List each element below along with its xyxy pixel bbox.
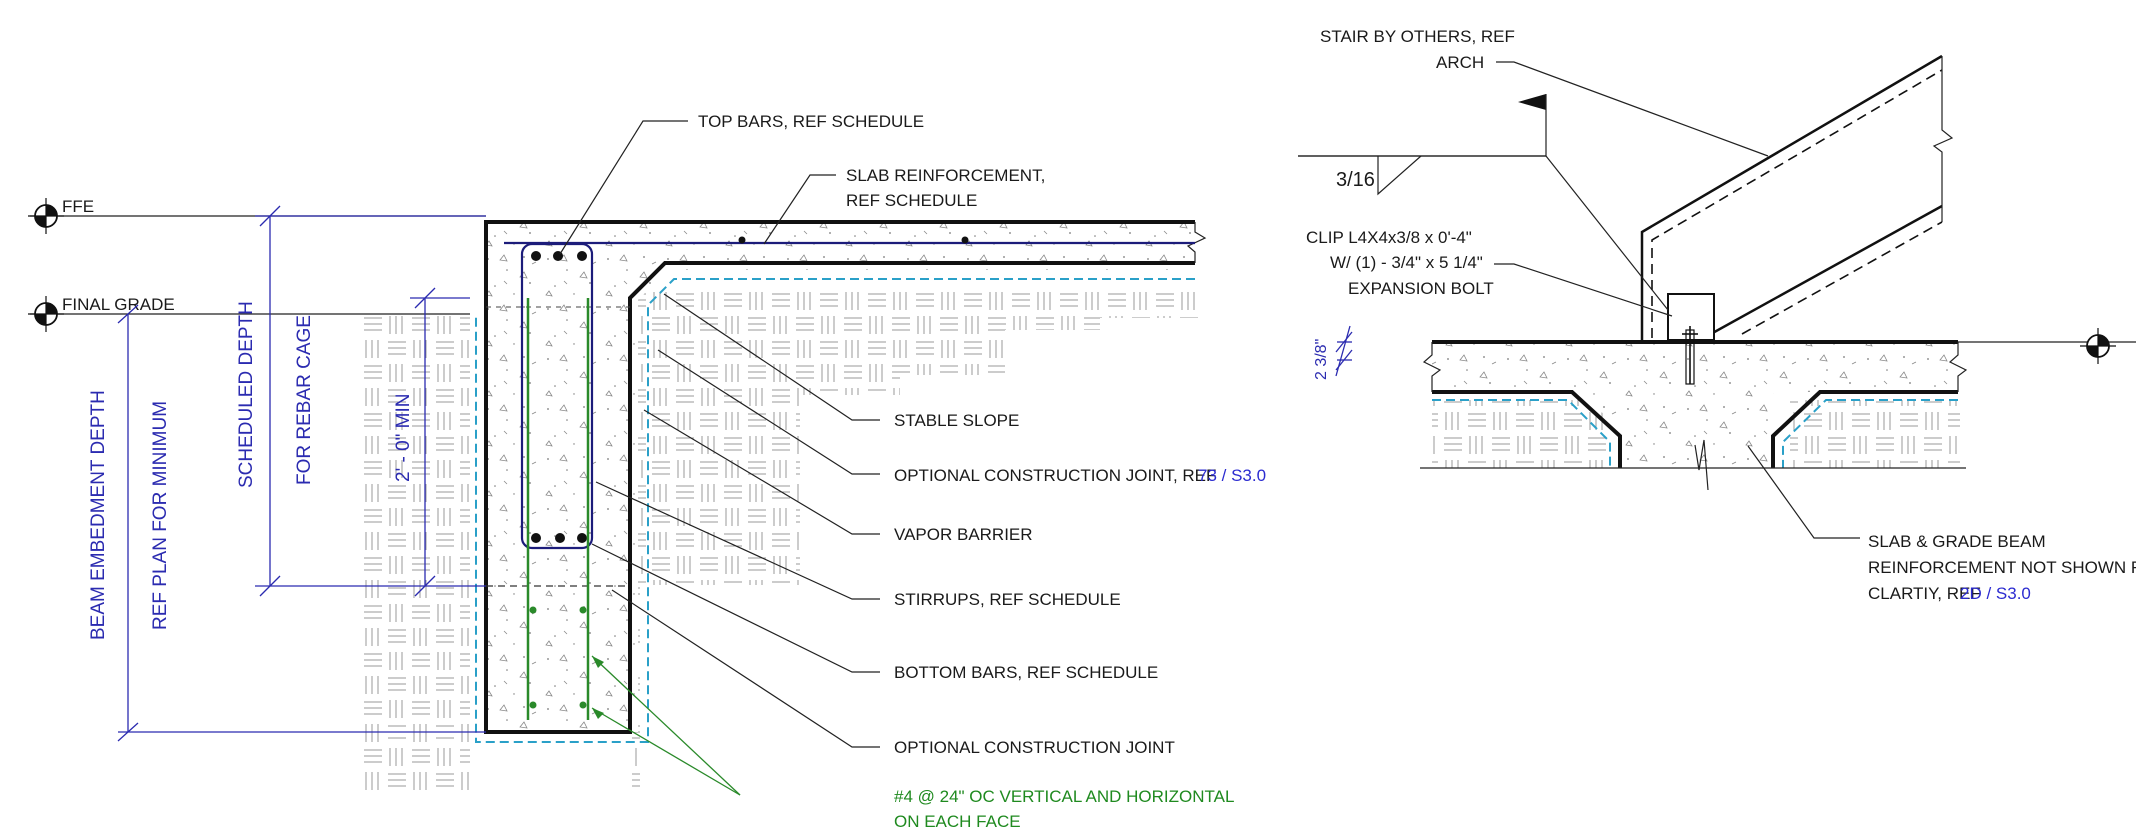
- dimension-lines: BEAM EMBEDMENT DEPTH REF PLAN FOR MINIMU…: [88, 205, 486, 742]
- stair-connection-detail: 3/16 2 3/8" STAIR BY OTHERS, REF ARCH CL…: [1298, 27, 2136, 603]
- right-leaders: [1494, 61, 1860, 539]
- label-green-bars-2: ON EACH FACE: [894, 812, 1021, 831]
- weld-symbol: 3/16: [1298, 94, 1669, 311]
- ffe-level: FFE: [28, 197, 486, 234]
- top-bars: [531, 236, 969, 261]
- vapor-barrier: [475, 278, 1195, 743]
- label-slab-note-2: REINFORCEMENT NOT SHOWN FOR: [1868, 558, 2136, 577]
- level-marker-right: [2080, 328, 2116, 364]
- label-bottom-bars: BOTTOM BARS, REF SCHEDULE: [894, 663, 1158, 682]
- final-grade-level: FINAL GRADE: [28, 295, 470, 332]
- label-clip-3: EXPANSION BOLT: [1348, 279, 1494, 298]
- weld-size: 3/16: [1336, 169, 1375, 191]
- label-clip-2: W/ (1) - 3/4" x 5 1/4": [1330, 253, 1483, 272]
- label-vapor-barrier: VAPOR BARRIER: [894, 525, 1033, 544]
- label-opt-joint-ref: OPTIONAL CONSTRUCTION JOINT, REF: [894, 466, 1216, 485]
- face-bars: [526, 298, 590, 720]
- soil-hatch: [360, 290, 1200, 795]
- stair-stringer: [1640, 54, 1954, 342]
- dim-two-feet-min: 2' - 0" MIN: [393, 394, 414, 483]
- slab-dimension: 2 3/8": [1313, 325, 1353, 380]
- ffe-label: FFE: [62, 197, 94, 216]
- dim-beam-embedment: BEAM EMBEDMENT DEPTH: [88, 390, 109, 640]
- dim-slab-label: 2 3/8": [1313, 339, 1330, 380]
- label-stair-1: STAIR BY OTHERS, REF: [1320, 27, 1515, 46]
- grade-beam-detail: FFE FINAL GRADE: [28, 112, 1266, 831]
- label-opt-joint: OPTIONAL CONSTRUCTION JOINT: [894, 738, 1175, 757]
- right-callout-labels: STAIR BY OTHERS, REF ARCH CLIP L4X4x3/8 …: [1306, 27, 2136, 603]
- leaders: [559, 120, 880, 796]
- bottom-bars: [531, 533, 587, 543]
- label-stair-2: ARCH: [1436, 53, 1484, 72]
- beam-outline: [484, 220, 1195, 734]
- slab-note-link[interactable]: 2D / S3.0: [1960, 584, 2031, 603]
- clip-angle: [1667, 293, 1715, 341]
- opt-joint-ref-link[interactable]: 73 / S3.0: [1198, 466, 1266, 485]
- label-stable-slope: STABLE SLOPE: [894, 411, 1019, 430]
- label-slab-note-1: SLAB & GRADE BEAM: [1868, 532, 2046, 551]
- label-stirrups: STIRRUPS, REF SCHEDULE: [894, 590, 1121, 609]
- dim-ref-plan-minimum: REF PLAN FOR MINIMUM: [150, 401, 171, 630]
- dim-scheduled-depth: SCHEDULED DEPTH: [236, 301, 257, 488]
- dim-for-rebar-cage: FOR REBAR CAGE: [294, 315, 315, 485]
- label-slab-note-3: CLARTIY, REF: [1868, 584, 1981, 603]
- label-green-bars-1: #4 @ 24" OC VERTICAL AND HORIZONTAL: [894, 787, 1234, 806]
- final-grade-label: FINAL GRADE: [62, 295, 175, 314]
- label-clip-1: CLIP L4X4x3/8 x 0'-4": [1306, 228, 1472, 247]
- label-slab-reinf-1: SLAB REINFORCEMENT,: [846, 166, 1045, 185]
- callout-labels: TOP BARS, REF SCHEDULE SLAB REINFORCEMEN…: [698, 112, 1266, 831]
- label-slab-reinf-2: REF SCHEDULE: [846, 191, 977, 210]
- label-top-bars: TOP BARS, REF SCHEDULE: [698, 112, 924, 131]
- expansion-bolt: [1682, 326, 1698, 385]
